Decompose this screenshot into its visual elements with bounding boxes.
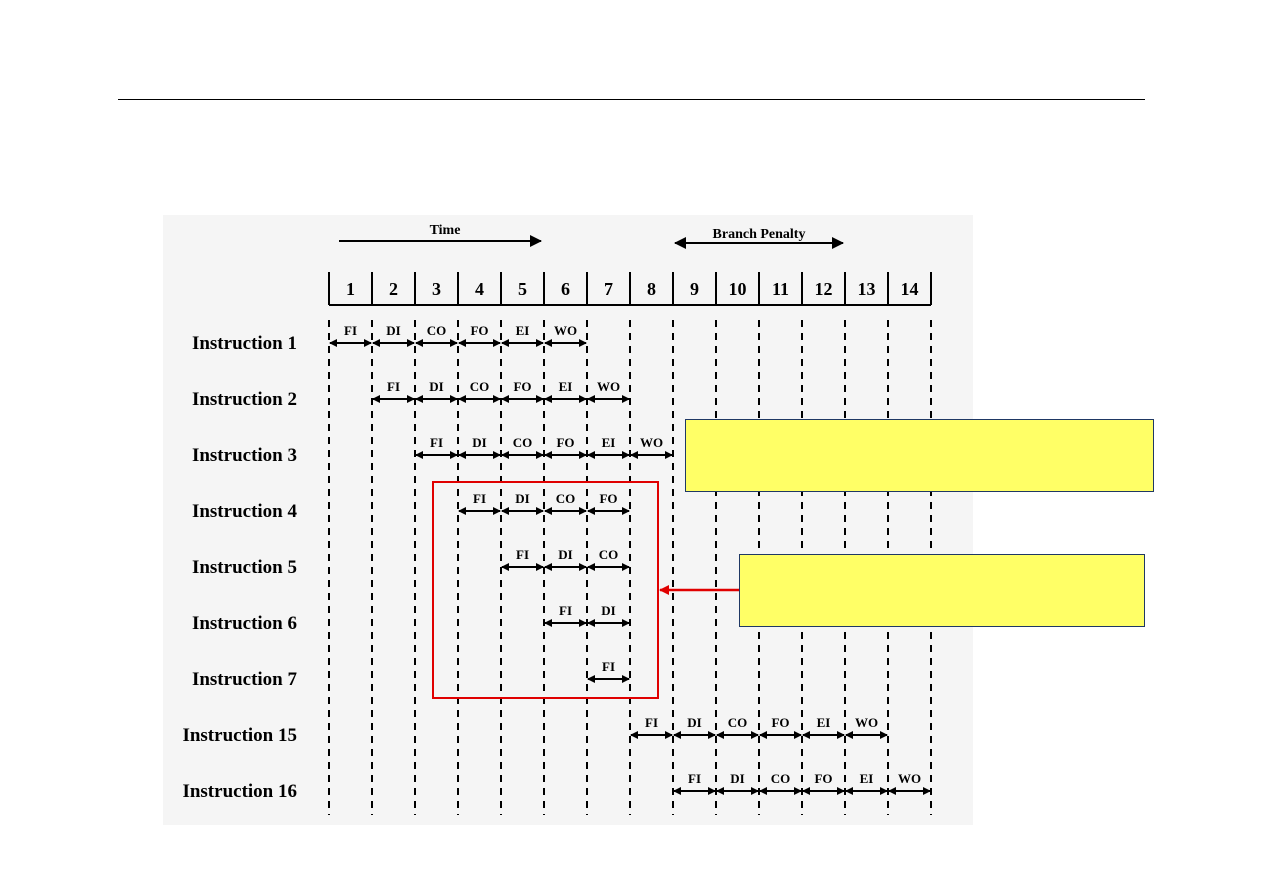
- stage-label: EI: [559, 379, 573, 394]
- stage-label: FI: [688, 771, 701, 786]
- cycle-number: 10: [729, 279, 747, 299]
- cycle-number: 13: [858, 279, 876, 299]
- stage-label: EI: [817, 715, 831, 730]
- stage-label: DI: [601, 603, 615, 618]
- stage-label: DI: [386, 323, 400, 338]
- stage-label: WO: [898, 771, 921, 786]
- stage-label: DI: [472, 435, 486, 450]
- cycle-number: 11: [772, 279, 789, 299]
- cycle-number: 3: [432, 279, 441, 299]
- stage-label: EI: [516, 323, 530, 338]
- stage-label: CO: [427, 323, 447, 338]
- stage-label: CO: [556, 491, 576, 506]
- stage-label: CO: [599, 547, 619, 562]
- stage-label: DI: [429, 379, 443, 394]
- time-label: Time: [430, 223, 461, 238]
- stage-label: FI: [387, 379, 400, 394]
- callout-box-2: [739, 554, 1145, 627]
- stage-label: EI: [860, 771, 874, 786]
- stage-label: CO: [513, 435, 533, 450]
- stage-label: DI: [515, 491, 529, 506]
- instruction-label: Instruction 2: [192, 389, 297, 410]
- stage-label: WO: [597, 379, 620, 394]
- stage-label: FI: [602, 659, 615, 674]
- stage-label: FO: [771, 715, 789, 730]
- stage-label: WO: [640, 435, 663, 450]
- cycle-number: 9: [690, 279, 699, 299]
- stage-label: CO: [470, 379, 490, 394]
- title-divider: [118, 99, 1145, 100]
- stage-label: CO: [728, 715, 748, 730]
- stage-label: FO: [814, 771, 832, 786]
- cycle-number: 4: [475, 279, 484, 299]
- stage-label: FI: [516, 547, 529, 562]
- stage-label: EI: [602, 435, 616, 450]
- instruction-label: Instruction 4: [192, 501, 298, 522]
- instruction-label: Instruction 1: [192, 333, 297, 354]
- cycle-number: 6: [561, 279, 570, 299]
- stage-label: DI: [558, 547, 572, 562]
- stage-label: FO: [513, 379, 531, 394]
- stage-label: FO: [599, 491, 617, 506]
- instruction-label: Instruction 5: [192, 557, 297, 578]
- stage-label: FO: [556, 435, 574, 450]
- instruction-label: Instruction 16: [182, 781, 297, 802]
- cycle-number: 8: [647, 279, 656, 299]
- cycle-number: 2: [389, 279, 398, 299]
- instruction-label: Instruction 7: [192, 669, 298, 690]
- stage-label: FI: [344, 323, 357, 338]
- stage-label: FO: [470, 323, 488, 338]
- flushed-instructions-highlight: [432, 481, 659, 699]
- cycle-number: 7: [604, 279, 613, 299]
- instruction-label: Instruction 6: [192, 613, 297, 634]
- instruction-label: Instruction 15: [182, 725, 297, 746]
- cycle-number: 12: [815, 279, 833, 299]
- stage-label: FI: [473, 491, 486, 506]
- cycle-number: 1: [346, 279, 355, 299]
- stage-label: FI: [559, 603, 572, 618]
- instruction-label: Instruction 3: [192, 445, 297, 466]
- stage-label: DI: [730, 771, 744, 786]
- callout-box-1: [685, 419, 1154, 492]
- branch-penalty-label: Branch Penalty: [713, 227, 806, 242]
- stage-label: CO: [771, 771, 791, 786]
- cycle-number: 14: [901, 279, 919, 299]
- cycle-number: 5: [518, 279, 527, 299]
- figure-background: [163, 215, 973, 825]
- stage-label: WO: [554, 323, 577, 338]
- stage-label: DI: [687, 715, 701, 730]
- stage-label: FI: [645, 715, 658, 730]
- stage-label: FI: [430, 435, 443, 450]
- stage-label: WO: [855, 715, 878, 730]
